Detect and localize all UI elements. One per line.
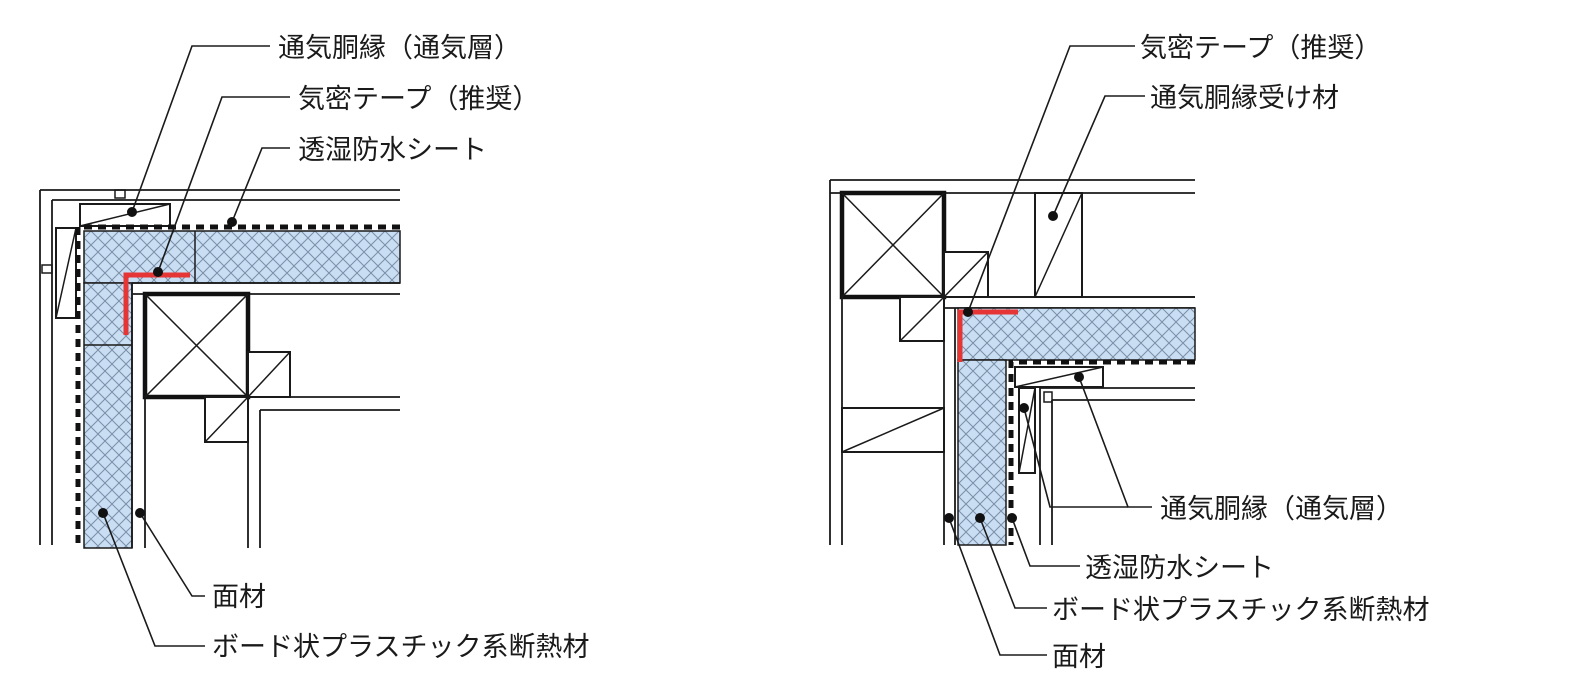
right-leaders [944,45,1152,656]
right-label-insulation: ボード状プラスチック系断熱材 [1052,595,1429,626]
right-air-tape [957,309,1018,362]
left-label-air-tape: 気密テープ（推奨） [298,84,539,115]
left-label-sheathing: 面材 [212,582,266,613]
left-label-vent-furring: 通気胴縁（通気層） [278,33,521,64]
right-framing [829,179,1195,545]
left-label-membrane: 透湿防水シート [298,135,487,166]
right-label-vent-furring: 通気胴縁（通気層） [1160,494,1403,525]
left-leaders [98,45,290,647]
right-membrane [1008,359,1195,545]
left-detail: 通気胴縁（通気層） 気密テープ（推奨） 透湿防水シート 面材 ボード状プラスチッ… [39,33,589,663]
left-membrane [75,224,400,548]
left-air-tape [123,272,190,335]
right-label-air-tape: 気密テープ（推奨） [1140,33,1381,64]
left-label-insulation: ボード状プラスチック系断熱材 [212,632,589,663]
right-detail: 気密テープ（推奨） 通気胴縁受け材 通気胴縁（通気層） 透湿防水シート ボード状… [829,33,1429,673]
left-framing [142,291,400,548]
left-siding [39,189,400,545]
right-label-membrane: 透湿防水シート [1085,553,1274,584]
right-label-sheathing: 面材 [1052,642,1106,673]
right-vent-furring [1014,366,1195,545]
right-label-furring-receiver: 通気胴縁受け材 [1150,83,1339,114]
right-furring-receiver [1034,192,1083,298]
